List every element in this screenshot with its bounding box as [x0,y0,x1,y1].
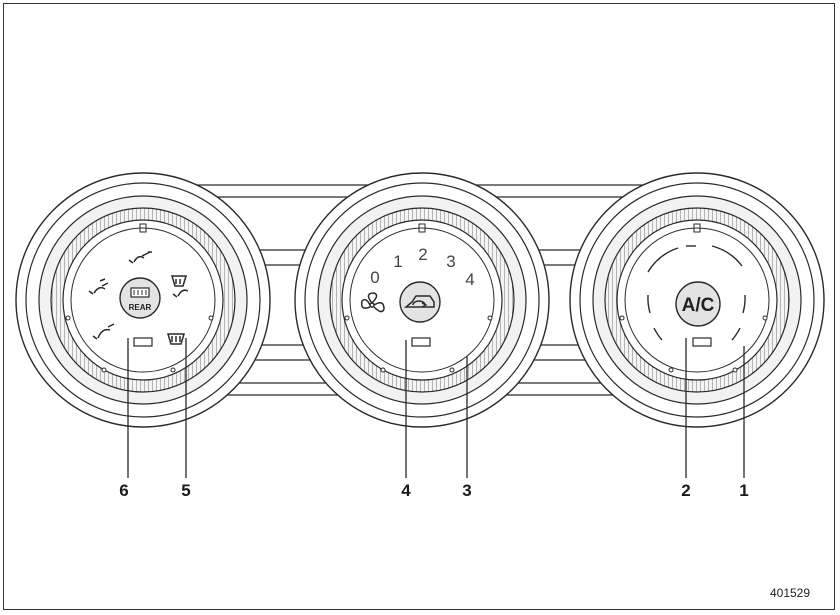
mode-indicator-light [133,337,153,347]
temperature-knob[interactable]: A/C [569,172,825,428]
fan-speed-4: 4 [465,270,474,289]
rear-button-label: REAR [129,303,152,312]
mode-selector-knob[interactable]: REAR [15,172,271,428]
ac-button[interactable]: A/C [675,281,721,327]
rear-defogger-button[interactable]: REAR [119,277,161,319]
fan-speed-2: 2 [418,245,427,264]
face-vent-icon [128,251,152,264]
callout-6: 6 [119,481,128,500]
callout-4: 4 [401,481,411,500]
figure-id: 401529 [770,586,810,600]
recirculation-button[interactable] [399,281,441,323]
defrost-icon [166,333,186,345]
fan-speed-3: 3 [446,252,455,271]
recirculation-indicator-light [411,337,431,347]
foot-vent-icon [92,323,115,340]
temperature-scale-marks [647,245,746,341]
callout-leader-lines [127,338,745,478]
fan-speed-knob[interactable]: 0 1 2 3 4 [294,172,550,428]
callout-3: 3 [462,481,471,500]
ac-indicator-light [692,337,712,347]
foot-defrost-icon [170,275,189,298]
fan-icon [360,292,385,313]
fan-speed-1: 1 [393,252,402,271]
callout-2: 2 [681,481,690,500]
callout-1: 1 [739,481,748,500]
fan-speed-0: 0 [370,268,379,287]
callout-5: 5 [181,481,190,500]
ac-button-label: A/C [682,295,715,316]
bi-level-vent-icon [88,278,109,295]
